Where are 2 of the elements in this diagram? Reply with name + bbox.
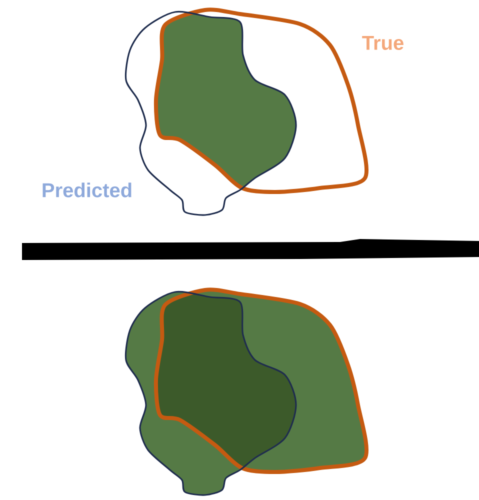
label-text: Predicted — [42, 182, 132, 198]
label-text: True — [362, 36, 404, 50]
